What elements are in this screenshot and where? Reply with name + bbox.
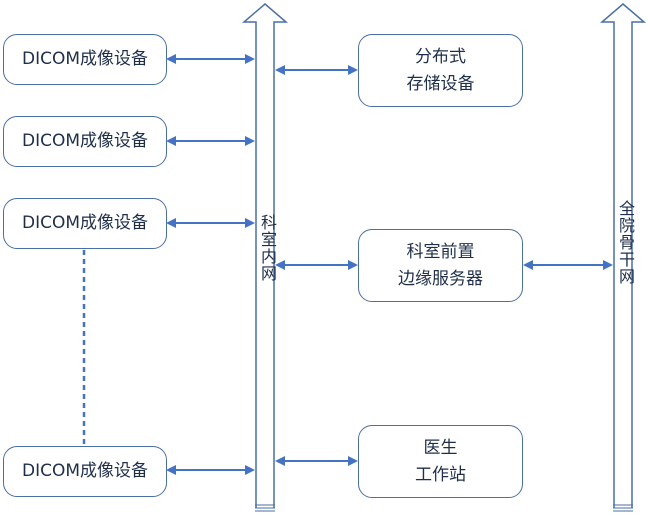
dicom-device-2: DICOM成像设备 — [3, 116, 167, 167]
dicom-device-1: DICOM成像设备 — [3, 34, 167, 85]
dept-network-label: 科室内网 — [258, 214, 277, 282]
dicom-device-3: DICOM成像设备 — [3, 198, 167, 249]
node-label-line2: 边缘服务器 — [398, 268, 483, 289]
node-label-line2: 工作站 — [415, 464, 466, 485]
device-label: DICOM成像设备 — [21, 461, 149, 482]
doctor-workstation-node: 医生 工作站 — [358, 425, 523, 498]
edge-server-node: 科室前置 边缘服务器 — [358, 229, 523, 302]
hospital-backbone-bus — [599, 3, 647, 508]
dicom-device-4: DICOM成像设备 — [3, 446, 167, 497]
device-label: DICOM成像设备 — [21, 131, 149, 152]
node-label-line1: 医生 — [423, 438, 458, 459]
hospital-backbone-label: 全院骨干网 — [616, 200, 635, 285]
node-label-line2: 存储设备 — [406, 73, 475, 94]
dept-network-bus — [241, 3, 289, 508]
device-label: DICOM成像设备 — [21, 49, 149, 70]
distributed-storage-node: 分布式 存储设备 — [358, 34, 523, 107]
node-label-line1: 分布式 — [415, 47, 466, 68]
node-label-line1: 科室前置 — [406, 242, 475, 263]
device-label: DICOM成像设备 — [21, 213, 149, 234]
